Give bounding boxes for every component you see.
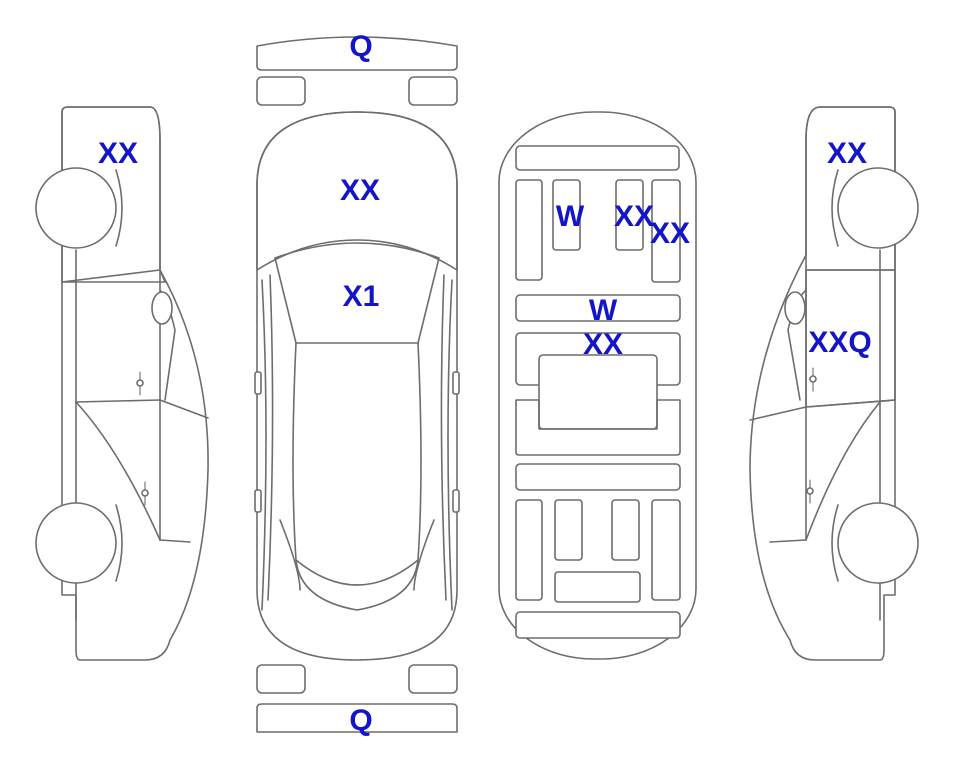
- interior-dashboard-panel[interactable]: [515, 294, 681, 322]
- label-right-door: XXQ: [808, 326, 871, 359]
- front-bumper-panel[interactable]: [256, 36, 458, 71]
- label-rear-bumper: Q: [349, 704, 372, 737]
- right-fender-panel[interactable]: [805, 106, 896, 271]
- label-interior-dashboard: W: [589, 294, 618, 327]
- hood-panel[interactable]: [256, 111, 458, 271]
- interior-view: W XX XX W XX: [498, 111, 697, 660]
- left-side-view: XX: [35, 106, 209, 661]
- interior-seat-left-panel[interactable]: [552, 179, 581, 251]
- taillight-left: [256, 664, 306, 694]
- left-rear-wheel: [35, 502, 117, 584]
- label-hood: XX: [340, 174, 380, 207]
- label-left-fender: XX: [98, 137, 138, 170]
- left-front-wheel: [35, 167, 117, 249]
- windshield-panel[interactable]: [274, 242, 440, 344]
- left-fender-panel[interactable]: [61, 106, 166, 283]
- headlight-left: [256, 76, 306, 106]
- right-rear-wheel: [837, 502, 919, 584]
- right-front-wheel: [837, 167, 919, 249]
- headlight-right: [408, 76, 458, 106]
- interior-seat-right-a-panel[interactable]: [615, 179, 644, 251]
- label-interior-seat-right-b: XX: [650, 217, 690, 250]
- rear-bumper-panel[interactable]: [256, 703, 458, 733]
- label-windshield: X1: [343, 280, 380, 313]
- taillight-right: [408, 664, 458, 694]
- top-view: Q XX X1 Q: [254, 30, 460, 737]
- interior-seat-right-b-panel[interactable]: [651, 179, 681, 283]
- right-side-view: XX XXQ: [749, 106, 919, 661]
- label-interior-seat-right-a: XX: [614, 200, 654, 233]
- label-interior-seat-left: W: [556, 200, 585, 233]
- label-front-bumper: Q: [349, 30, 372, 63]
- label-right-fender: XX: [827, 137, 867, 170]
- label-interior-center: XX: [583, 328, 623, 361]
